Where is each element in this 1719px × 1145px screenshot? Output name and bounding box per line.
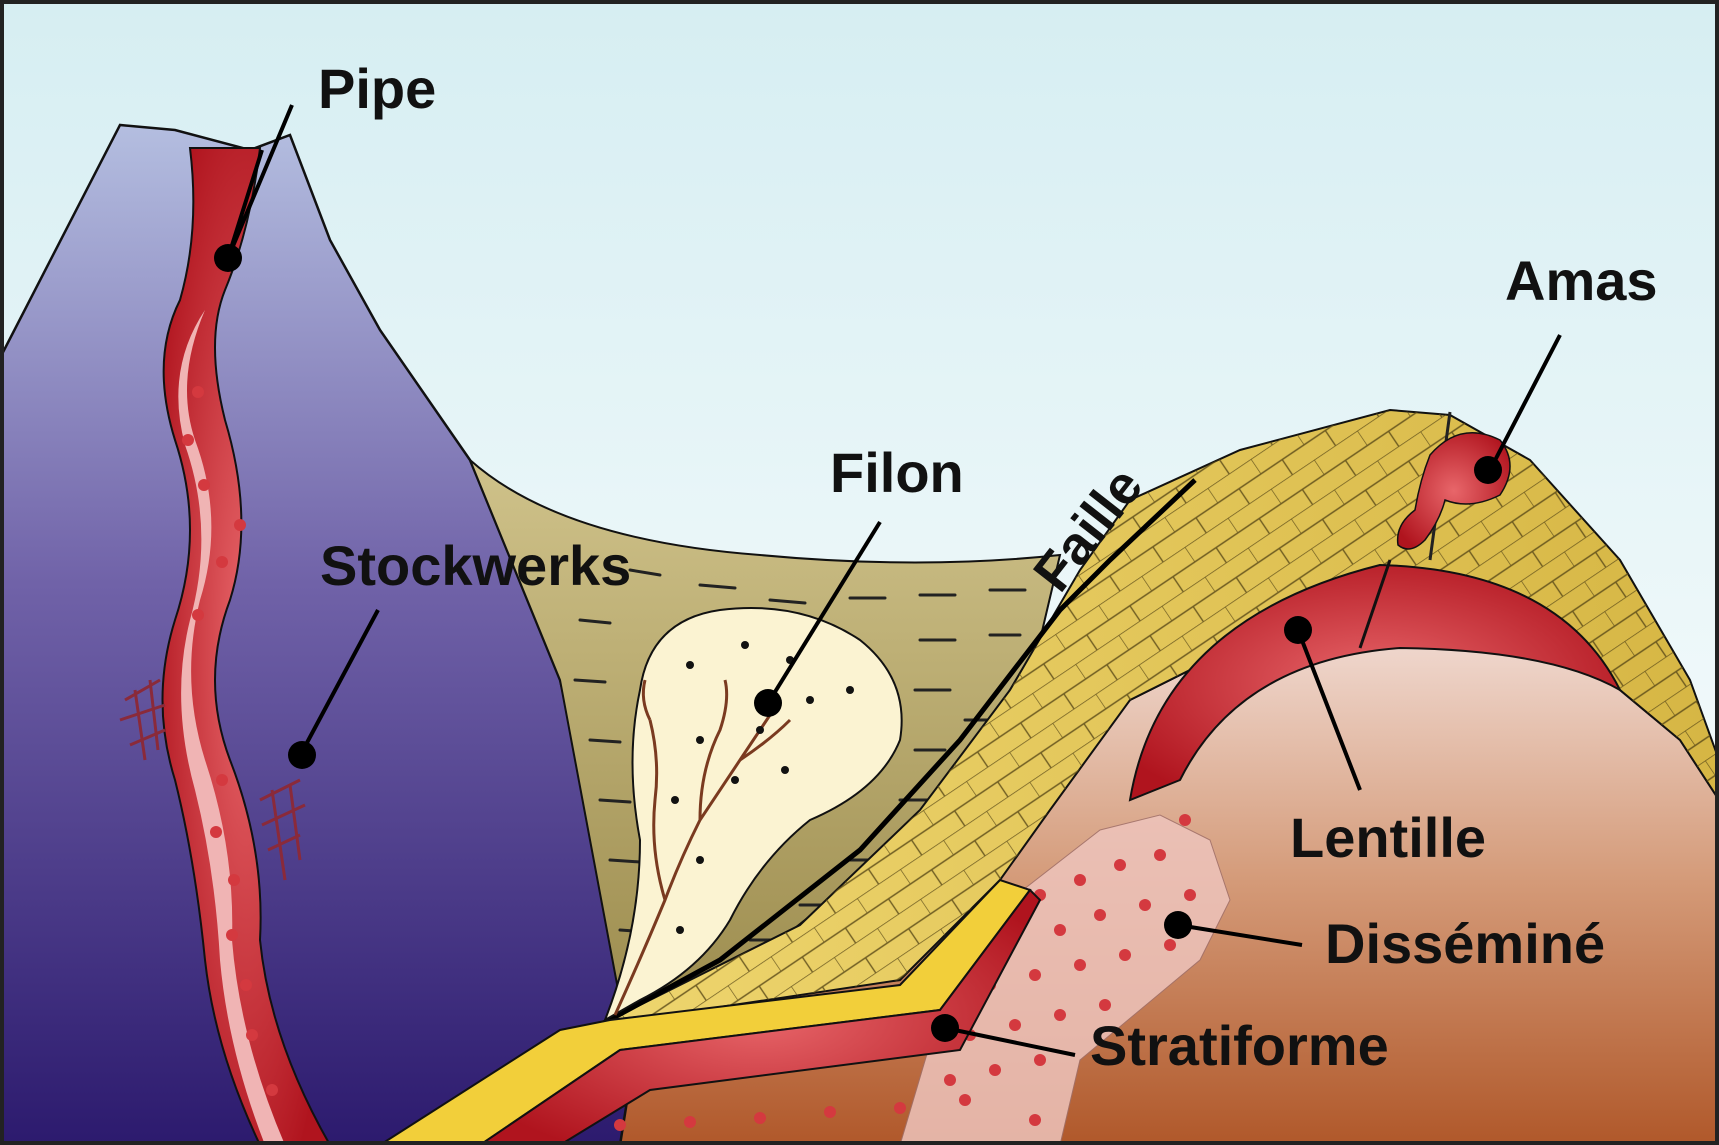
label-stratiforme: Stratiforme xyxy=(1090,1014,1389,1077)
dissemine-dot xyxy=(1164,911,1192,939)
label-dissemine: Disséminé xyxy=(1325,912,1605,975)
label-filon: Filon xyxy=(830,441,964,504)
label-amas: Amas xyxy=(1505,249,1658,312)
filon-dot xyxy=(754,689,782,717)
label-pipe: Pipe xyxy=(318,57,436,120)
stockwerks-dot xyxy=(288,741,316,769)
pipe-dot xyxy=(214,244,242,272)
label-stockwerks: Stockwerks xyxy=(320,534,631,597)
amas-dot xyxy=(1474,456,1502,484)
lentille-dot xyxy=(1284,616,1312,644)
label-lentille: Lentille xyxy=(1290,806,1486,869)
stratiforme-dot xyxy=(931,1014,959,1042)
